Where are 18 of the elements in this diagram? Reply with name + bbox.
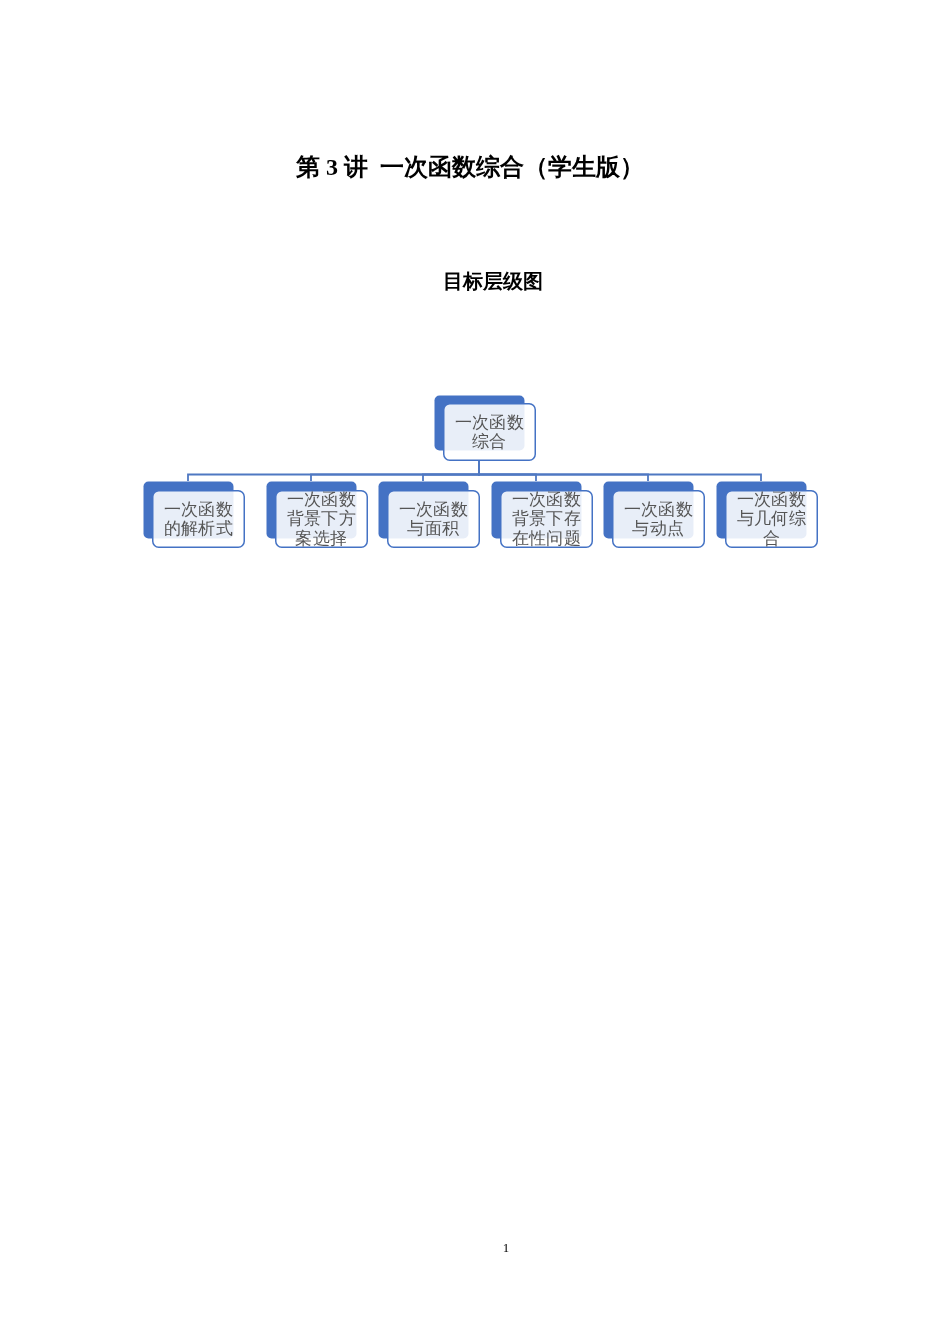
page-number: 1 (501, 1239, 511, 1257)
connector-line (478, 460, 762, 482)
topic-box (491, 481, 593, 548)
topic-box (603, 481, 705, 548)
page-title: 第 3 讲 一次函数综合（学生版） (295, 153, 645, 182)
topic-label: 一次函数综合 (454, 412, 525, 452)
section-heading: 目标层级图 (442, 268, 544, 294)
topic-label: 一次函数与动点 (623, 499, 694, 539)
topic-label: 一次函数背景下方案选择 (286, 489, 357, 549)
topic-box (716, 481, 818, 548)
topic-label: 一次函数的解析式 (163, 499, 234, 539)
topic-label: 一次函数与几何综合 (736, 489, 807, 549)
topic-box (434, 395, 536, 461)
topic-box (378, 481, 480, 548)
topic-box (143, 481, 245, 548)
topic-box (266, 481, 368, 548)
topic-label: 一次函数与面积 (398, 499, 469, 539)
topic-label: 一次函数背景下存在性问题 (511, 489, 582, 549)
